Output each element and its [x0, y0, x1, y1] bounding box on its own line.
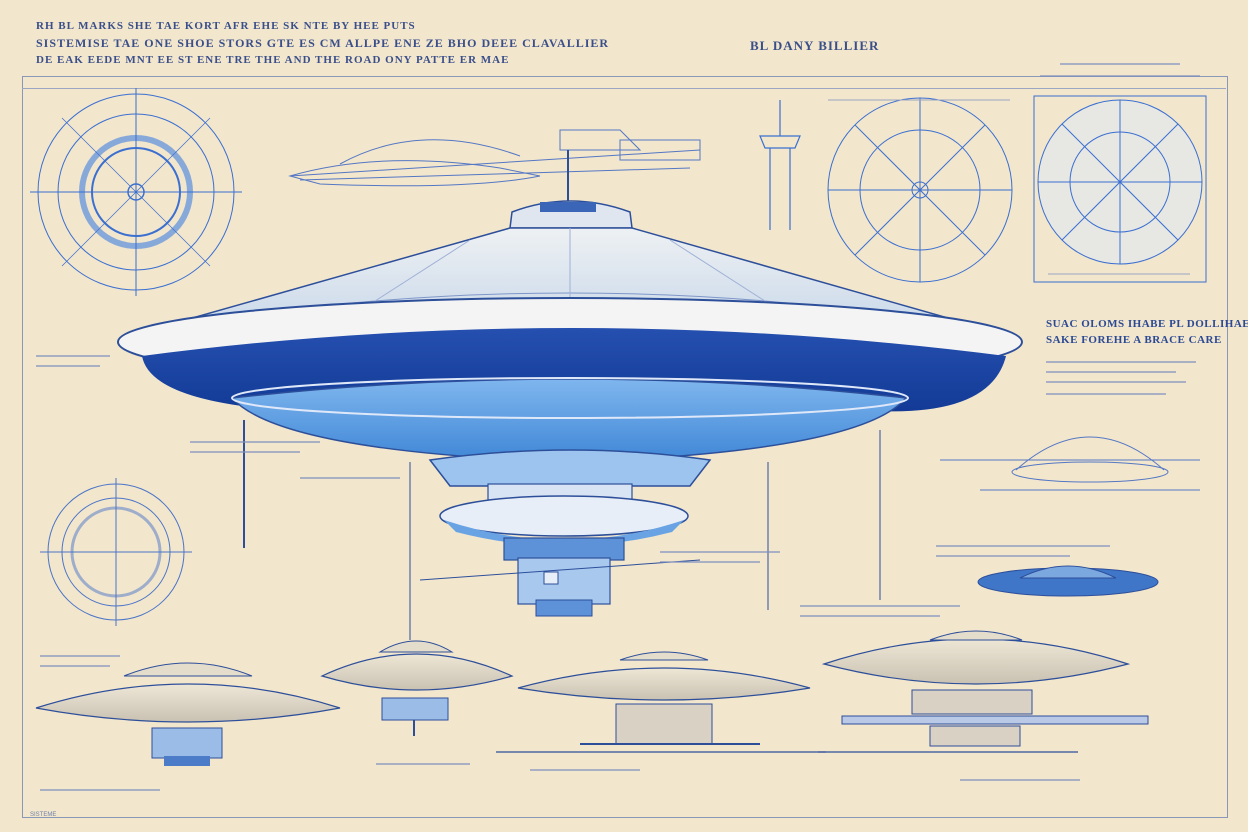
header-text-line-1: RH BL MARKS SHE TAE KORT AFR EHE SK NTE … [36, 20, 416, 32]
footer-note: SISTEME [30, 812, 57, 818]
radial-schematic-top-left [30, 88, 242, 296]
small-saucer-right [977, 565, 1159, 597]
main-saucer [117, 150, 1023, 640]
dome-sketch-right [940, 436, 1200, 491]
annotation-lines [36, 63, 1200, 791]
radial-schematic-left-middle [40, 478, 192, 626]
tower-sketch [759, 100, 801, 230]
spec-caption-subtitle: SAKE FOREHE A BRACE CARE [1046, 334, 1222, 346]
bottom-saucer-3 [496, 651, 826, 753]
header-divider [22, 88, 1226, 89]
radial-schematic-top-right [1033, 95, 1207, 283]
bottom-saucer-2 [320, 640, 514, 736]
header-text-line-3: DE EAK EEDE MNT EE ST ENE TRE THE AND TH… [36, 54, 510, 66]
side-profile-sketch [288, 129, 701, 187]
drawing-frame [22, 76, 1228, 818]
bottom-saucer-4 [818, 630, 1149, 753]
spec-caption-title: SUAC OLOMS IHABE PL DOLLIHAE [1046, 318, 1248, 330]
bottom-saucer-1 [35, 662, 341, 766]
radial-schematic-top-center-right [827, 97, 1013, 283]
header-right-title: BL DANY BILLIER [750, 38, 880, 53]
header-text-line-2: SISTEMISE TAE ONE SHOE STORS GTE ES CM A… [36, 36, 610, 50]
